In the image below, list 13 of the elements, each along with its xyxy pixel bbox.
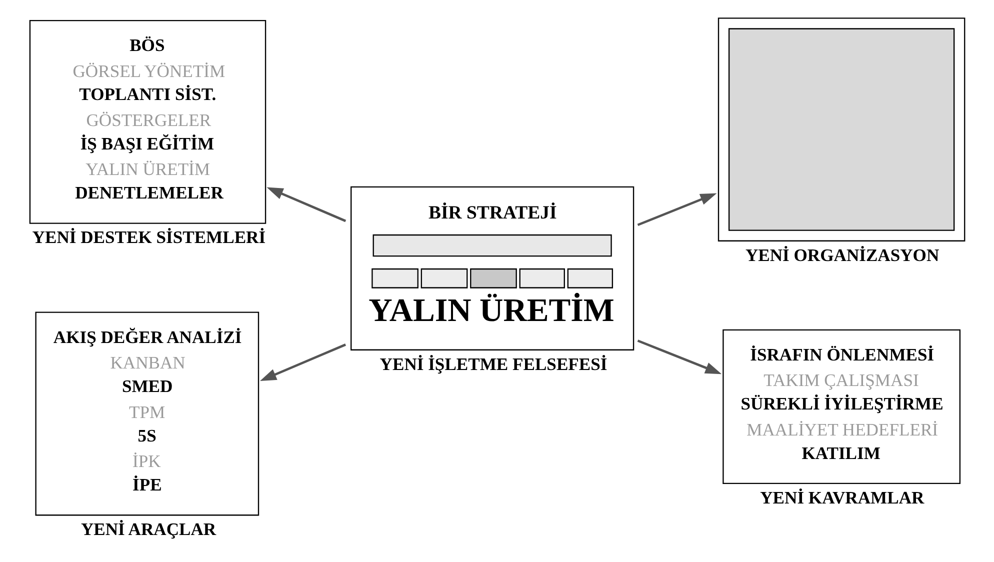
arrow: [266, 187, 346, 222]
node-label: YENİ İŞLETME FELSEFESİ: [380, 354, 608, 374]
node-label: YENİ DESTEK SİSTEMLERİ: [32, 227, 266, 248]
node-label: YENİ ORGANİZASYON: [745, 244, 940, 265]
arrow: [637, 193, 717, 226]
node-box: BİR STRATEJİ YALIN ÜRETİM: [350, 186, 634, 350]
arrow: [260, 344, 346, 381]
node-box: İSRAFIN ÖNLENMESİ TAKIM ÇALIŞMASI SÜREKLİ İYİLEŞTİRME MAALİYET HEDEFLERİ KATILIM: [722, 329, 961, 484]
arrow: [637, 340, 722, 374]
node-label: YENİ KAVRAMLAR: [760, 487, 924, 508]
node-label: YENİ ARAÇLAR: [80, 519, 216, 540]
node-box: BÖS GÖRSEL YÖNETİM TOPLANTI SİST. GÖSTERGELER İŞ BAŞI EĞİTİM YALIN ÜRETİM DENETLEMELER: [29, 20, 266, 224]
node-box: AKIŞ DEĞER ANALİZİ KANBAN SMED TPM 5S İPK İPE: [35, 312, 260, 516]
